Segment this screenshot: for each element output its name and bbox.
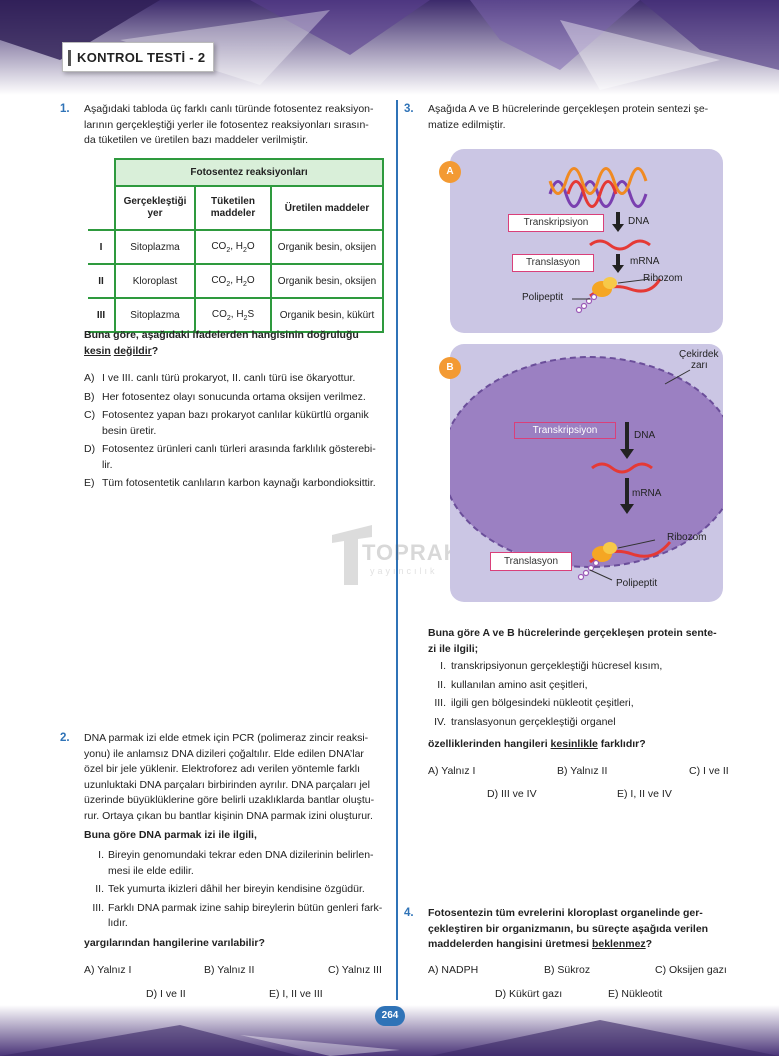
table-row: III Sitoplazma CO2, H2S Organik besin, k… [88,297,384,333]
q4-number: 4. [404,907,414,919]
header-decoration [0,0,779,95]
q3-question: özelliklerinden hangileri kesinlikle far… [428,738,646,750]
b-ribozom-label: Ribozom [667,532,707,543]
page-number: 264 [375,1006,405,1026]
q2-option-b[interactable]: B) Yalnız II [204,964,255,976]
arrow-down-icon [612,212,624,232]
q3-option-b[interactable]: B) Yalnız II [557,765,608,777]
q4-option-a[interactable]: A) NADPH [428,964,479,976]
q1-option-d[interactable]: D)Fotosentez ürünleri canlı türleri aras… [84,443,376,471]
q1-option-b[interactable]: B)Her fotosentez olayı sonucunda ortama … [84,390,366,403]
footer-decoration [0,1005,779,1056]
q4-option-e[interactable]: E) Nükleotit [608,988,663,1000]
table-col-produced: Üretilen maddeler [270,185,384,231]
a-polipeptit-label: Polipeptit [522,292,564,303]
dna-helix-icon [548,167,648,208]
cell-b-diagram [450,356,723,581]
q1-number: 1. [60,103,70,115]
mrna-strand [591,462,653,474]
q3-number: 3. [404,103,414,115]
q2-items: I.Bireyin genomundaki tekrar eden DNA di… [92,849,383,929]
table-row: II Kloroplast CO2, H2O Organik besin, ok… [88,263,384,299]
column-divider [396,100,398,1000]
q1-option-a[interactable]: A)I ve III. canlı türü prokaryot, II. ca… [84,372,356,384]
b-translasyon-label: Translasyon [490,552,572,571]
arrow-down-icon [620,478,634,514]
q1-intro: Aşağıdaki tabloda üç farklı canlı türünd… [84,103,374,146]
cell-b-badge: B [439,357,461,379]
a-dna-label: DNA [628,216,650,227]
q4-option-b[interactable]: B) Sükroz [544,964,591,976]
q3-intro: Aşağıda A ve B hücrelerinde gerçekleşen … [428,103,709,131]
a-translasyon-label: Translasyon [512,254,594,272]
q2-option-c[interactable]: C) Yalnız III [328,964,382,976]
q2-option-d[interactable]: D) I ve II [146,988,186,1000]
q3-option-a[interactable]: A) Yalnız I [428,765,476,777]
a-transkripsiyon-label: Transkripsiyon [508,214,604,232]
q1-options: A)I ve III. canlı türü prokaryot, II. ca… [84,371,389,492]
q2-intro: DNA parmak izi elde etmek için PCR (poli… [84,732,375,822]
b-polipeptit-label: Polipeptit [616,578,658,589]
test-title: KONTROL TESTİ - 2 [62,42,214,72]
b-cekirdek-label: Çekirdek zarı [679,349,719,371]
q4-stem: Fotosentezin tüm evrelerini kloroplast o… [428,907,709,950]
q2-option-e[interactable]: E) I, II ve III [269,988,323,1000]
b-dna-label: DNA [634,430,656,441]
cell-a-diagram [548,167,662,314]
q1-option-e[interactable]: E)Tüm fotosentetik canlıların karbon kay… [84,477,376,489]
q3-option-c[interactable]: C) I ve II [689,765,729,777]
a-mrna-label: mRNA [630,256,660,267]
b-mrna-label: mRNA [632,488,662,499]
a-ribozom-label: Ribozom [643,273,683,284]
arrow-down-icon [620,422,634,459]
q2-stem: Buna göre DNA parmak izi ile ilgili, [84,829,257,841]
q4-option-c[interactable]: C) Oksijen gazı [655,964,727,976]
q4-option-d[interactable]: D) Kükürt gazı [495,988,563,1000]
mrna-strand [589,239,651,251]
polypeptide-chain-icon [575,293,598,314]
arrow-down-icon [612,254,624,273]
table-row: I Sitoplazma CO2, H2O Organik besin, oks… [88,229,384,265]
q3-option-e[interactable]: E) I, II ve IV [617,788,672,800]
q2-number: 2. [60,732,70,744]
q1-option-c[interactable]: C)Fotosentez yapan bazı prokaryot canlıl… [84,409,369,437]
q3-stem: Buna göre A ve B hücrelerinde gerçekleşe… [428,627,717,655]
q3-items: I.transkripsiyonun gerçekleştiği hücrese… [434,660,663,728]
q3-option-d[interactable]: D) III ve IV [487,788,537,800]
cell-a-badge: A [439,161,461,183]
q1-stem: Buna göre, aşağıdaki ifadelerden hangisi… [84,329,359,357]
q2-question: yargılarından hangilerine varılabilir? [84,937,265,949]
q2-option-a[interactable]: A) Yalnız I [84,964,132,976]
polypeptide-chain-icon [577,559,600,581]
table-group-header: Fotosentez reaksiyonları [114,158,384,187]
b-transkripsiyon-label: Transkripsiyon [514,422,616,439]
watermark-logo: TOPRAK yayıncılık [332,520,462,590]
